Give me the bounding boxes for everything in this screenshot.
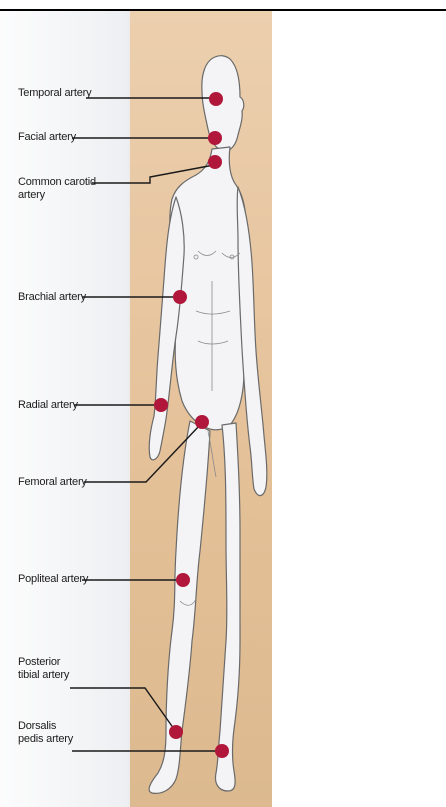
leader-posterior [70,688,174,729]
pulse-point-dorsalis-pedis [215,744,229,758]
label-radial-artery: Radial artery [18,399,78,412]
label-dorsalis-pedis-artery: Dorsalis pedis artery [18,720,73,746]
label-brachial-artery: Brachial artery [18,291,86,304]
pulse-point-posterior-tibial [169,725,183,739]
pulse-point-facial [208,131,222,145]
pulse-point-popliteal [176,573,190,587]
label-common-carotid-line2: artery [18,189,96,202]
label-common-carotid-line1: Common carotid [18,176,96,189]
label-posterior-line2: tibial artery [18,669,69,682]
pulse-point-radial [154,398,168,412]
label-facial-artery: Facial artery [18,131,76,144]
pulse-point-temporal [209,92,223,106]
pulse-point-carotid [208,155,222,169]
pulse-point-brachial [173,290,187,304]
label-posterior-line1: Posterior [18,656,69,669]
label-popliteal-artery: Popliteal artery [18,573,88,586]
pulse-points-illustration: Temporal artery Facial artery Common car… [0,11,272,807]
pulse-point-femoral [195,415,209,429]
label-temporal-artery: Temporal artery [18,87,91,100]
label-common-carotid-artery: Common carotid artery [18,176,96,202]
label-posterior-tibial-artery: Posterior tibial artery [18,656,69,682]
label-femoral-artery: Femoral artery [18,476,87,489]
label-dorsalis-line1: Dorsalis [18,720,73,733]
right-arm [237,187,267,496]
label-dorsalis-line2: pedis artery [18,733,73,746]
right-leg [216,423,241,791]
